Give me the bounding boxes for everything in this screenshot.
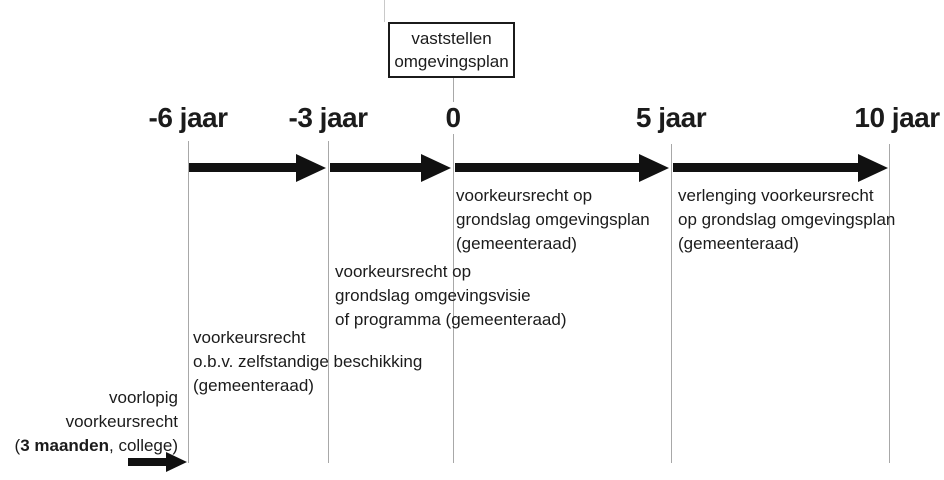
note-voorkeursrecht-omgevingsvisie: voorkeursrecht op grondslag omgevingsvis… bbox=[335, 262, 567, 329]
tick-label-0: 0 bbox=[442, 102, 464, 134]
tick-line-5-jaar bbox=[671, 144, 672, 463]
arrow-shaft bbox=[189, 163, 296, 172]
arrow-head-icon bbox=[858, 154, 888, 182]
note-voorlopig-voorkeursrecht: voorlopig voorkeursrecht (3 maanden, col… bbox=[0, 386, 178, 458]
tick-label-5-jaar: 5 jaar bbox=[632, 102, 710, 134]
note-verlenging-voorkeursrecht: verlenging voorkeursrecht op grondslag o… bbox=[678, 186, 896, 253]
arrow-shaft bbox=[330, 163, 421, 172]
voorlopig-line3-rest: , college) bbox=[109, 436, 178, 455]
voorlopig-line2: voorkeursrecht bbox=[65, 412, 178, 431]
voorlopig-line3: (3 maanden, college) bbox=[0, 434, 178, 458]
event-box-line1: vaststellen bbox=[411, 29, 492, 48]
arrow-head-icon bbox=[296, 154, 326, 182]
tick-line-minus3-jaar bbox=[328, 141, 329, 463]
tick-line-0 bbox=[453, 78, 454, 463]
arrow-shaft bbox=[673, 163, 858, 172]
tick-line-10-jaar bbox=[889, 144, 890, 463]
voorlopig-line1: voorlopig bbox=[109, 388, 178, 407]
vaststellen-omgevingsplan-box: vaststellen omgevingsplan bbox=[388, 22, 515, 78]
tick-label-minus6-jaar: -6 jaar bbox=[145, 102, 231, 134]
tick-label-10-jaar: 10 jaar bbox=[851, 102, 943, 134]
arrow-head-icon bbox=[639, 154, 669, 182]
voorlopig-line3-open: ( bbox=[14, 436, 21, 455]
arrow-shaft bbox=[128, 458, 166, 466]
arrow-head-icon bbox=[166, 452, 187, 472]
connector-line-above-box bbox=[384, 0, 385, 22]
tick-line-minus6-jaar bbox=[188, 141, 189, 463]
tick-label-minus3-jaar: -3 jaar bbox=[285, 102, 371, 134]
note-voorkeursrecht-beschikking: voorkeursrecht o.b.v. zelfstandige besch… bbox=[193, 328, 423, 395]
note-voorkeursrecht-omgevingsplan: voorkeursrecht op grondslag omgevingspla… bbox=[456, 186, 650, 253]
arrow-shaft bbox=[455, 163, 639, 172]
voorlopig-line3-bold: 3 maanden bbox=[20, 436, 110, 455]
event-box-line2: omgevingsplan bbox=[394, 52, 509, 71]
arrow-head-icon bbox=[421, 154, 451, 182]
